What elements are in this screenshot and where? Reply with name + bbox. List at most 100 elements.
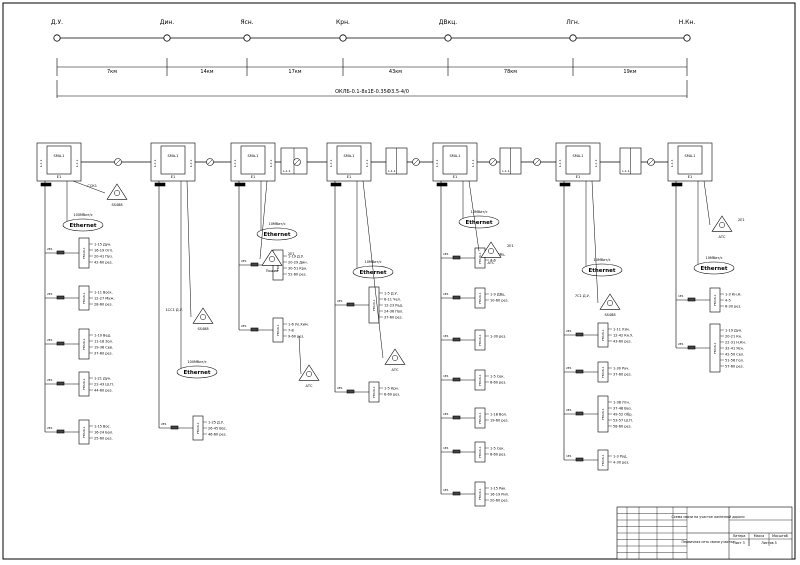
ats-feed [362, 180, 384, 359]
port-right-label: L-1.1 [189, 159, 193, 167]
port-right-label: L-1.1 [75, 159, 79, 167]
branch-tag: 2Е1 [678, 342, 684, 346]
splice-mark [207, 159, 213, 165]
fmux-label: FMUX-1 [478, 292, 482, 303]
channel-label: 26-45 Вос. [208, 427, 227, 431]
slot-label: E1 [453, 175, 457, 179]
port-right-label: L-1.1 [365, 159, 369, 167]
port-left-label: L-1.1 [435, 159, 439, 167]
mux-label: SMA-1 [247, 154, 258, 158]
ats-triangle-inner [488, 248, 494, 254]
e1-branch-port [56, 381, 65, 386]
channel-label: 37-60 рез. [613, 373, 632, 377]
branch-tag: 2Е1 [566, 329, 572, 333]
distance-label: 17км [288, 69, 301, 75]
fmux-label: FMUX-1 [372, 299, 376, 310]
ethernet-cloud [581, 263, 623, 277]
fmux-box [474, 287, 486, 309]
stat-label: SS488 [111, 203, 122, 207]
channel-label: 6-11 Чел. [384, 298, 401, 302]
branch-tag: 2Е1 [47, 426, 53, 430]
slot-label: E1 [688, 175, 692, 179]
channel-label: 4-30 рез. [613, 461, 629, 465]
channel-label: 1-10 Вед. [94, 334, 111, 338]
ethernet-cloud [352, 265, 394, 279]
stat-feed [186, 180, 192, 318]
fmux-box [597, 449, 609, 471]
stamp-col-mass: Масса [754, 534, 765, 538]
fmux-label: FMUX-1 [82, 292, 86, 303]
station-label: Крн. [336, 19, 350, 26]
ats-feed [298, 335, 302, 375]
splice-mark [534, 159, 540, 165]
channel-label: 1-5 Д.У. [384, 292, 398, 296]
channel-label: 1-11 Воск. [94, 291, 113, 295]
channel-label: 22-31 Н.Кн. [725, 341, 746, 345]
e1-port [154, 182, 166, 187]
branch-tag: 2Е1 [337, 386, 343, 390]
ats-triangle-inner [306, 371, 312, 377]
e1-branch-port [687, 297, 696, 302]
mux-core [565, 145, 591, 175]
ethernet-cloud [256, 227, 298, 241]
fmux-box [474, 369, 486, 391]
e1-branch-port [452, 415, 461, 420]
mux-core [677, 145, 703, 175]
e1-branch-port [170, 425, 179, 430]
e1-branch-port [250, 327, 259, 332]
ats-feed [259, 180, 268, 260]
ats-triangle-inner [392, 355, 398, 361]
channel-label: 24-36 Пол. [384, 310, 403, 314]
branch-tag: 1Е1 [443, 488, 449, 492]
channel-label: 20-29 Дин. [288, 261, 308, 265]
mux-label: SMA-1 [684, 154, 695, 158]
e1-port [559, 182, 571, 187]
channel-label: 43-60 рез. [613, 340, 632, 344]
stat-triangle-inner [607, 300, 613, 306]
channel-label: 1-5 Сек. [490, 447, 505, 451]
branch-tag: 1Е1 [443, 334, 449, 338]
port-right-label: L-1.1 [471, 159, 475, 167]
channel-label: 7-8 [288, 329, 294, 333]
regenerator-label: L-1.1 [502, 169, 510, 173]
channel-label: 6-60 рез. [490, 453, 506, 457]
port-right-label: L-1.1 [269, 159, 273, 167]
port-left-label: L-1.1 [329, 159, 333, 167]
branch-tag: 2Е1 [566, 366, 572, 370]
channel-label: 1-11 Узм. [613, 328, 630, 332]
stat-tag: ССК1 [87, 184, 97, 188]
fmux-box [78, 328, 90, 360]
channel-label: 1-25 Д.У. [208, 421, 224, 425]
ats-triangle-inner [269, 256, 275, 262]
title-block: Схема связи на участке железной дорогиПе… [616, 506, 793, 560]
fmux-box [474, 407, 486, 429]
channel-label: 1-15 Вос. [94, 425, 111, 429]
e1-branch-port [250, 262, 259, 267]
mux-core [336, 145, 362, 175]
e1-branch-port [575, 369, 584, 374]
branch-tag: 1Е1 [566, 454, 572, 458]
station-label: Ясн. [240, 19, 253, 26]
splice-mark [294, 159, 300, 165]
channel-label: 1-21 Дун. [94, 377, 111, 381]
fmux-label: FMUX-1 [601, 408, 605, 419]
e1-port [671, 182, 683, 187]
fmux-label: FMUX-1 [601, 366, 605, 377]
channel-label: 37-60 рез. [384, 316, 403, 320]
channel-label: 11-18 Зол. [94, 340, 113, 344]
branch-tag: 2Е1 [47, 338, 53, 342]
ats-tag: 2Е1 [288, 252, 295, 256]
channel-label: 28-60 рез. [94, 303, 113, 307]
slot-label: E1 [171, 175, 175, 179]
fmux-label: FMUX-1 [82, 338, 86, 349]
channel-label: 4-5 [725, 299, 731, 303]
slot-label: E1 [347, 175, 351, 179]
branch-tag: 1Е1 [443, 446, 449, 450]
e1-branch-port [452, 337, 461, 342]
port-left-label: L-1.1 [233, 159, 237, 167]
branch-tag: 1Е1 [443, 292, 449, 296]
